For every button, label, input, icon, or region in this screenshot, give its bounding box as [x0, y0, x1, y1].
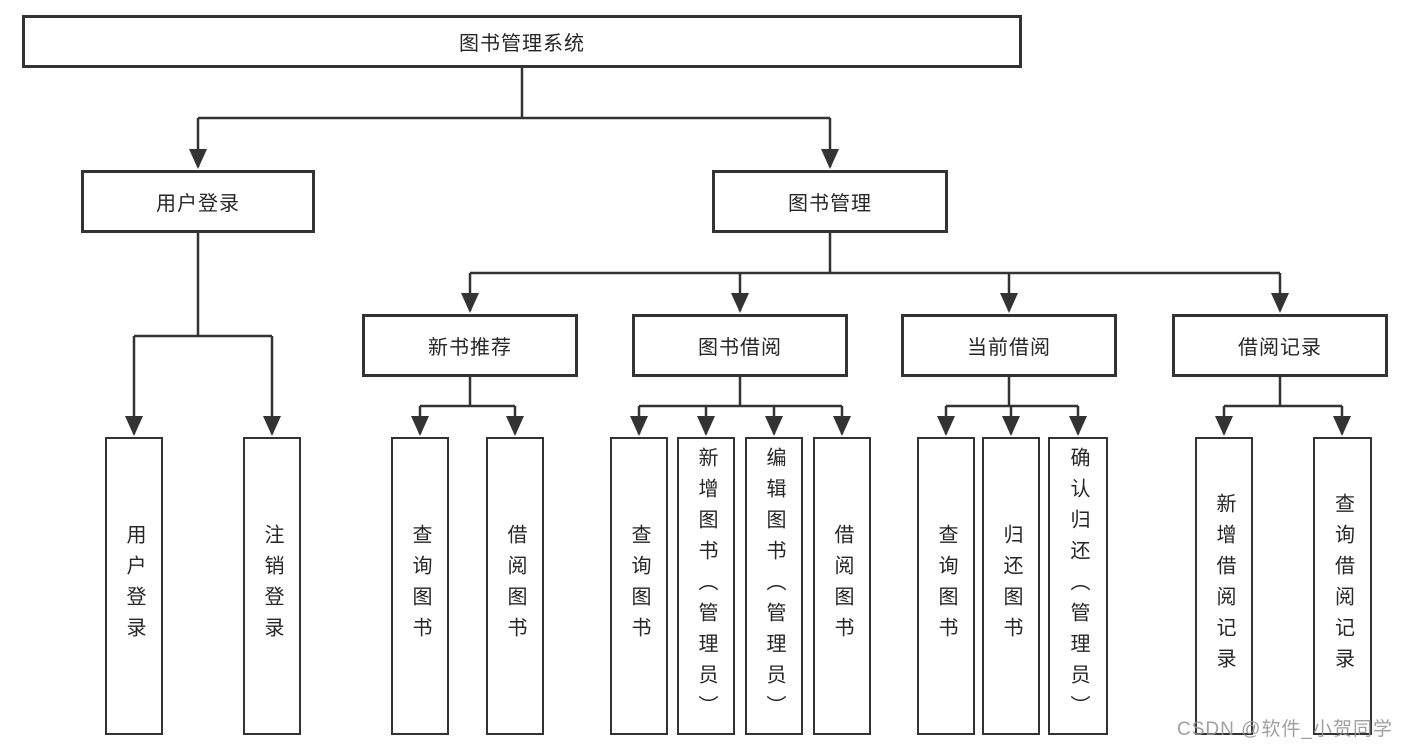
leaf-br-query-record: 查询借阅记录	[1313, 437, 1372, 735]
node-current-borrow: 当前借阅	[901, 314, 1117, 377]
leaf-cb-return-books: 归还图书	[982, 437, 1040, 735]
leaf-nb-borrow-books: 借阅图书	[486, 437, 544, 735]
leaf-cb-confirm-return-admin-label: 确认归还（管理员）	[1067, 446, 1089, 726]
watermark: CSDN @软件_小贺同学	[1177, 719, 1393, 740]
leaf-bb-add-books-admin: 新增图书（管理员）	[677, 437, 735, 735]
leaf-nb-query-books: 查询图书	[391, 437, 449, 735]
node-borrow-records-label: 借阅记录	[1238, 337, 1322, 359]
leaf-user-login: 用户登录	[105, 437, 163, 735]
leaf-bb-query-books: 查询图书	[610, 437, 668, 735]
leaf-cb-query-books: 查询图书	[917, 437, 975, 735]
leaf-user-login-label: 用户登录	[123, 524, 145, 648]
node-new-book-recommend: 新书推荐	[362, 314, 578, 377]
leaf-cb-confirm-return-admin: 确认归还（管理员）	[1048, 437, 1108, 735]
node-book-borrow: 图书借阅	[632, 314, 848, 377]
node-user-login: 用户登录	[81, 170, 315, 233]
leaf-bb-borrow-books: 借阅图书	[813, 437, 871, 735]
node-book-management: 图书管理	[712, 170, 948, 233]
leaf-br-query-record-label: 查询借阅记录	[1331, 493, 1354, 679]
leaf-bb-edit-books-admin-label: 编辑图书（管理员）	[763, 446, 785, 726]
leaf-logout: 注销登录	[243, 437, 301, 735]
node-new-book-recommend-label: 新书推荐	[428, 337, 512, 359]
leaf-nb-query-books-label: 查询图书	[409, 524, 431, 648]
node-book-management-label: 图书管理	[788, 193, 872, 215]
node-current-borrow-label: 当前借阅	[967, 337, 1051, 359]
leaf-cb-return-books-label: 归还图书	[1000, 524, 1022, 648]
leaf-bb-borrow-books-label: 借阅图书	[831, 524, 853, 648]
node-root-label: 图书管理系统	[459, 33, 585, 55]
leaf-br-add-record-label: 新增借阅记录	[1213, 493, 1235, 679]
leaf-bb-query-books-label: 查询图书	[628, 524, 650, 648]
node-borrow-records: 借阅记录	[1172, 314, 1388, 377]
leaf-logout-label: 注销登录	[261, 524, 283, 648]
leaf-bb-add-books-admin-label: 新增图书（管理员）	[695, 446, 717, 726]
leaf-bb-edit-books-admin: 编辑图书（管理员）	[745, 437, 803, 735]
leaf-br-add-record: 新增借阅记录	[1195, 437, 1253, 735]
node-root: 图书管理系统	[22, 15, 1022, 68]
node-user-login-label: 用户登录	[156, 193, 240, 215]
node-book-borrow-label: 图书借阅	[698, 337, 782, 359]
leaf-nb-borrow-books-label: 借阅图书	[504, 524, 526, 648]
leaf-cb-query-books-label: 查询图书	[935, 524, 957, 648]
